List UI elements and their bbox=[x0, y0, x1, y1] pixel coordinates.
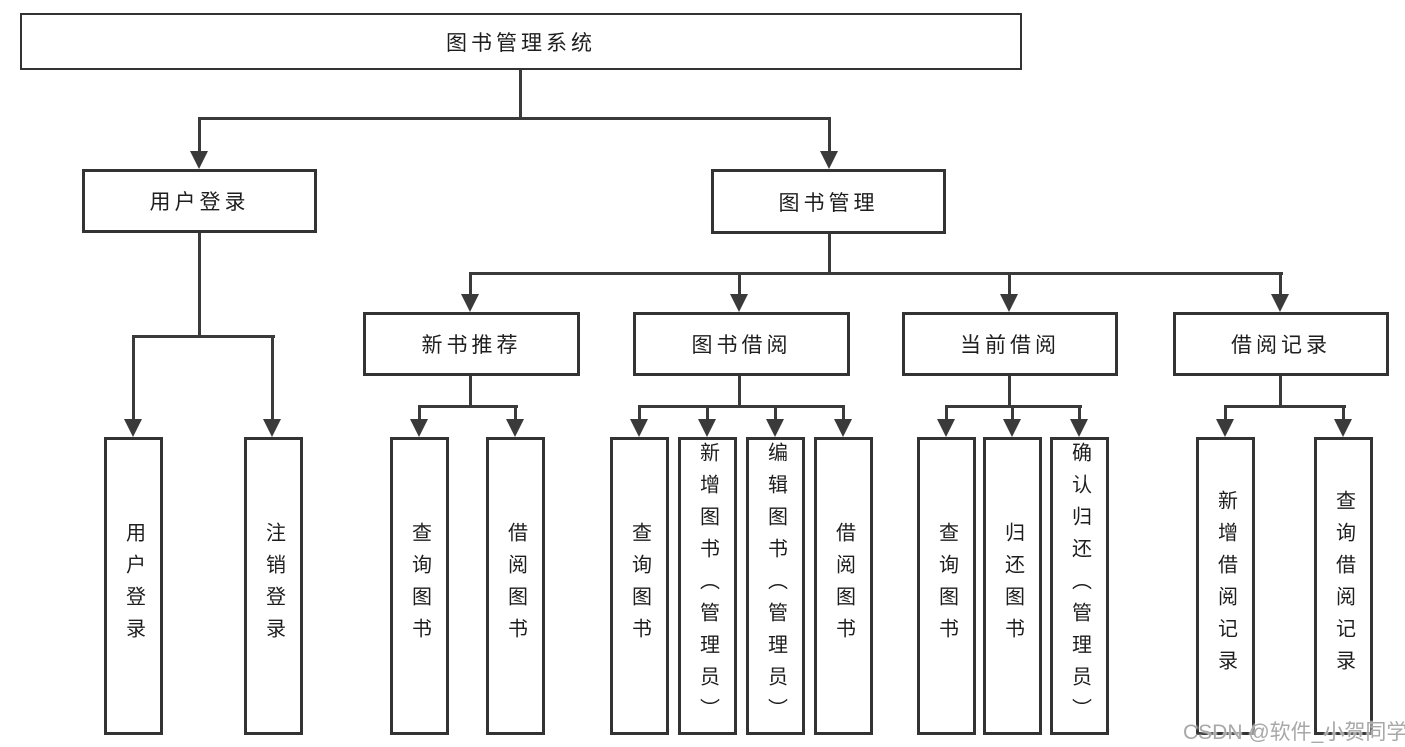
leaf-query-book-current-label: 查询图书 bbox=[935, 522, 958, 650]
connector-user-login-drop-left bbox=[132, 335, 135, 421]
leaf-borrow-book: 借阅图书 bbox=[814, 437, 873, 735]
leaf-borrow-book-label: 借阅图书 bbox=[832, 522, 855, 650]
node-user-login: 用户登录 bbox=[82, 169, 317, 233]
connector-records-hline bbox=[1224, 405, 1346, 408]
arrowhead-down-icon bbox=[1003, 419, 1021, 437]
connector-records-drop-1 bbox=[1224, 405, 1227, 421]
node-current-borrow: 当前借阅 bbox=[902, 312, 1118, 376]
node-book-borrow: 图书借阅 bbox=[633, 312, 850, 376]
connector-current-drop-1 bbox=[945, 405, 948, 421]
arrowhead-down-icon bbox=[124, 419, 142, 437]
leaf-add-borrow-record: 新增借阅记录 bbox=[1196, 437, 1255, 735]
node-borrow-records-label: 借阅记录 bbox=[1231, 334, 1331, 357]
connector-book-mgmt-drop-4 bbox=[1279, 272, 1282, 296]
node-book-management: 图书管理 bbox=[711, 169, 946, 234]
arrowhead-down-icon bbox=[190, 151, 208, 169]
connector-book-mgmt-drop-2 bbox=[738, 272, 741, 296]
connector-book-mgmt-hline bbox=[469, 272, 1283, 275]
connector-borrow-drop-3 bbox=[774, 405, 777, 421]
leaf-query-borrow-record: 查询借阅记录 bbox=[1314, 437, 1373, 735]
connector-recommend-hline bbox=[418, 405, 518, 408]
node-new-book-recommend-label: 新书推荐 bbox=[421, 334, 522, 357]
arrowhead-down-icon bbox=[937, 419, 955, 437]
node-root-label: 图书管理系统 bbox=[446, 31, 596, 55]
leaf-logout: 注销登录 bbox=[244, 437, 303, 735]
connector-records-drop-2 bbox=[1342, 405, 1345, 421]
leaf-confirm-return-admin: 确认归还（管理员） bbox=[1050, 437, 1109, 735]
leaf-add-book-admin: 新增图书（管理员） bbox=[678, 437, 737, 735]
arrowhead-down-icon bbox=[1000, 294, 1018, 312]
node-borrow-records: 借阅记录 bbox=[1173, 312, 1389, 376]
connector-user-login-drop-right bbox=[271, 335, 274, 421]
leaf-return-book-label: 归还图书 bbox=[1001, 522, 1024, 650]
leaf-confirm-return-admin-label: 确认归还（管理员） bbox=[1068, 442, 1091, 730]
connector-root-stem bbox=[519, 70, 522, 118]
arrowhead-down-icon bbox=[698, 419, 716, 437]
connector-current-drop-3 bbox=[1078, 405, 1081, 421]
connector-borrow-stem bbox=[738, 376, 741, 408]
csdn-watermark: CSDN @软件_小贺同学 bbox=[1183, 721, 1405, 744]
arrowhead-down-icon bbox=[461, 294, 479, 312]
connector-borrow-drop-2 bbox=[706, 405, 709, 421]
leaf-user-login: 用户登录 bbox=[104, 437, 163, 735]
connector-records-stem bbox=[1279, 376, 1282, 408]
leaf-query-book-borrow-label: 查询图书 bbox=[628, 522, 651, 650]
connector-user-login-stem bbox=[198, 233, 201, 336]
leaf-query-book-borrow: 查询图书 bbox=[610, 437, 669, 735]
connector-book-mgmt-drop-1 bbox=[469, 272, 472, 296]
connector-book-mgmt-drop-3 bbox=[1008, 272, 1011, 296]
arrowhead-down-icon bbox=[730, 294, 748, 312]
connector-recommend-drop-2 bbox=[514, 405, 517, 421]
node-new-book-recommend: 新书推荐 bbox=[363, 312, 580, 376]
connector-user-login-hline bbox=[132, 335, 275, 338]
connector-recommend-stem bbox=[469, 376, 472, 408]
leaf-logout-label: 注销登录 bbox=[262, 522, 285, 650]
leaf-query-book-recommend-label: 查询图书 bbox=[408, 522, 431, 650]
arrowhead-down-icon bbox=[1334, 419, 1352, 437]
node-root-library-system: 图书管理系统 bbox=[20, 13, 1022, 70]
arrowhead-down-icon bbox=[766, 419, 784, 437]
arrowhead-down-icon bbox=[1271, 294, 1289, 312]
arrowhead-down-icon bbox=[1070, 419, 1088, 437]
leaf-return-book: 归还图书 bbox=[983, 437, 1042, 735]
leaf-add-book-admin-label: 新增图书（管理员） bbox=[696, 442, 719, 730]
connector-borrow-hline bbox=[638, 405, 845, 408]
leaf-query-book-current: 查询图书 bbox=[917, 437, 976, 735]
arrowhead-down-icon bbox=[506, 419, 524, 437]
connector-root-drop-right bbox=[828, 117, 831, 153]
leaf-edit-book-admin: 编辑图书（管理员） bbox=[746, 437, 805, 735]
connector-current-stem bbox=[1008, 376, 1011, 408]
arrowhead-down-icon bbox=[630, 419, 648, 437]
connector-recommend-drop-1 bbox=[418, 405, 421, 421]
leaf-query-book-recommend: 查询图书 bbox=[390, 437, 449, 735]
connector-current-drop-2 bbox=[1011, 405, 1014, 421]
arrowhead-down-icon bbox=[263, 419, 281, 437]
leaf-borrow-book-recommend-label: 借阅图书 bbox=[504, 522, 527, 650]
leaf-edit-book-admin-label: 编辑图书（管理员） bbox=[764, 442, 787, 730]
leaf-borrow-book-recommend: 借阅图书 bbox=[486, 437, 545, 735]
connector-root-hline bbox=[198, 117, 831, 120]
node-user-login-label: 用户登录 bbox=[149, 191, 250, 214]
node-book-management-label: 图书管理 bbox=[778, 191, 879, 215]
leaf-query-borrow-record-label: 查询借阅记录 bbox=[1332, 490, 1355, 682]
leaf-add-borrow-record-label: 新增借阅记录 bbox=[1214, 490, 1237, 682]
connector-book-mgmt-stem bbox=[828, 234, 831, 274]
connector-borrow-drop-4 bbox=[842, 405, 845, 421]
connector-borrow-drop-1 bbox=[638, 405, 641, 421]
arrowhead-down-icon bbox=[834, 419, 852, 437]
leaf-user-login-label: 用户登录 bbox=[122, 522, 145, 650]
arrowhead-down-icon bbox=[1216, 419, 1234, 437]
connector-root-drop-left bbox=[198, 117, 201, 153]
arrowhead-down-icon bbox=[410, 419, 428, 437]
node-current-borrow-label: 当前借阅 bbox=[960, 334, 1060, 357]
node-book-borrow-label: 图书借阅 bbox=[691, 334, 792, 357]
arrowhead-down-icon bbox=[820, 151, 838, 169]
